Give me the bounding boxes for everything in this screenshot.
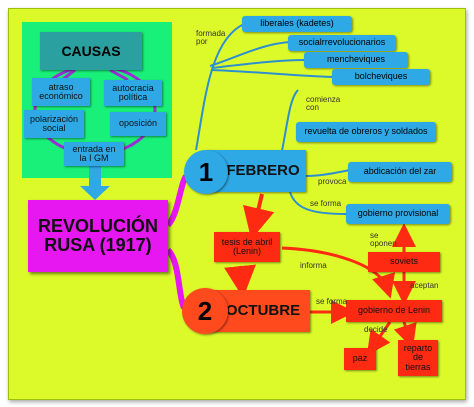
node-revuelta-text: revuelta de obreros y soldados xyxy=(304,126,428,137)
rev-to-octubre-link xyxy=(165,247,187,310)
node-bolcheviques-text: bolcheviques xyxy=(354,71,408,82)
node-abdicacion[interactable]: abdicación del zar xyxy=(348,162,452,182)
label-provoca: provoca xyxy=(318,177,347,186)
node-entrada-text: entrada en la I GM xyxy=(72,143,116,163)
node-mencheviques-text: mencheviques xyxy=(326,54,386,65)
label-se-forma-2: se forma xyxy=(316,297,348,306)
node-socialrev[interactable]: socialrrevolucionarios xyxy=(288,35,396,51)
node-octubre-text: OCTUBRE xyxy=(225,302,301,320)
node-causas[interactable]: CAUSAS xyxy=(40,32,142,70)
node-paz-text: paz xyxy=(352,353,368,364)
branch-socialrev xyxy=(209,41,291,67)
node-gobierno-provisional[interactable]: gobierno provisional xyxy=(346,204,450,224)
label-comienza-con: comienza con xyxy=(306,95,341,113)
node-revolucion-text: REVOLUCIÓN RUSA (1917) xyxy=(37,216,158,255)
label-aceptan: aceptan xyxy=(410,281,439,290)
arrow-to-tesis xyxy=(243,193,275,240)
label-formada-por: formada por xyxy=(196,29,226,47)
circle-two[interactable]: 2 xyxy=(182,288,228,334)
node-atraso[interactable]: atraso económico xyxy=(32,78,90,106)
down-arrow xyxy=(80,166,110,200)
node-soviets[interactable]: soviets xyxy=(368,252,440,272)
node-causas-text: CAUSAS xyxy=(61,42,121,59)
arrow-informa xyxy=(281,246,396,299)
node-autocracia-text: autocracia política xyxy=(112,82,154,102)
node-oposicion[interactable]: oposición xyxy=(110,112,166,136)
node-polarizacion[interactable]: polarización social xyxy=(24,110,84,138)
node-tesis-abril-text: tesis de abril (Lenin) xyxy=(221,236,273,256)
branch-revuelta xyxy=(281,89,299,152)
node-entrada[interactable]: entrada en la I GM xyxy=(64,142,124,166)
rev-to-febrero-link xyxy=(165,174,189,228)
node-febrero-text: FEBRERO xyxy=(226,162,300,180)
label-decide: decide xyxy=(364,325,388,334)
label-se-forma-1: se forma xyxy=(310,199,342,208)
node-socialrev-text: socialrrevolucionarios xyxy=(298,37,386,48)
circle-one[interactable]: 1 xyxy=(184,150,228,194)
node-revolucion[interactable]: REVOLUCIÓN RUSA (1917) xyxy=(28,200,168,272)
node-polarizacion-text: polarización social xyxy=(29,113,79,133)
node-gobierno-lenin[interactable]: gobierno de Lenin xyxy=(346,300,442,322)
branch-mencheviques xyxy=(211,59,307,69)
node-reparto-tierras-text: reparto de tierras xyxy=(403,342,433,372)
node-bolcheviques[interactable]: bolcheviques xyxy=(332,69,430,85)
node-atraso-text: atraso económico xyxy=(39,81,83,101)
node-gobierno-provisional-text: gobierno provisional xyxy=(357,208,439,219)
circle-two-text: 2 xyxy=(197,295,213,326)
label-se-oponen: se oponen xyxy=(370,231,397,249)
node-gobierno-lenin-text: gobierno de Lenin xyxy=(357,305,431,316)
node-revuelta[interactable]: revuelta de obreros y soldados xyxy=(296,122,436,142)
node-paz[interactable]: paz xyxy=(344,348,376,370)
branch-bolcheviques xyxy=(211,69,335,78)
branch-gob-prov xyxy=(289,191,347,215)
circle-one-text: 1 xyxy=(198,156,214,187)
label-informa: informa xyxy=(300,261,327,270)
arrow-decide-reparto xyxy=(393,321,417,349)
node-tesis-abril[interactable]: tesis de abril (Lenin) xyxy=(214,232,280,262)
causas-link-right xyxy=(109,68,129,82)
node-autocracia[interactable]: autocracia política xyxy=(104,80,162,106)
node-mencheviques[interactable]: mencheviques xyxy=(304,52,408,68)
node-abdicacion-text: abdicación del zar xyxy=(363,166,437,177)
node-oposicion-text: oposición xyxy=(118,118,158,129)
node-liberales-text: liberales (kadetes) xyxy=(260,18,334,29)
branch-liberales xyxy=(195,23,245,151)
node-liberales[interactable]: liberales (kadetes) xyxy=(242,16,352,32)
branch-abdicacion xyxy=(305,169,351,177)
node-soviets-text: soviets xyxy=(389,256,418,267)
node-reparto-tierras[interactable]: reparto de tierras xyxy=(398,340,438,376)
arrow-decide-paz xyxy=(366,321,392,356)
arrow-tesis-to-octubre xyxy=(224,264,256,298)
